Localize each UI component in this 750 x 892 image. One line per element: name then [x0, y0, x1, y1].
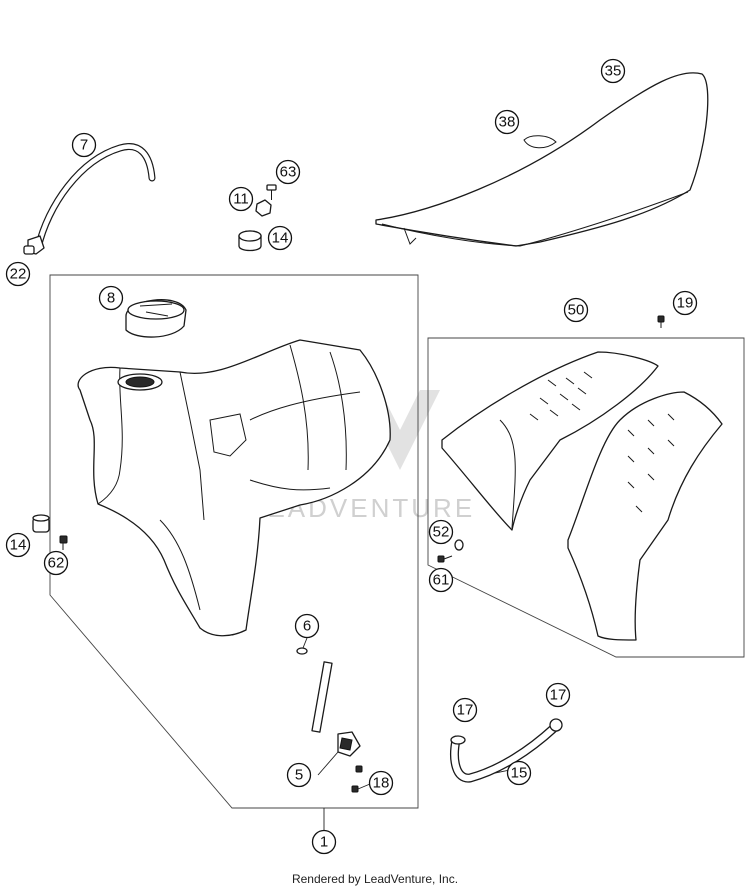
svg-text:14: 14	[272, 230, 289, 247]
svg-text:17: 17	[457, 702, 474, 719]
svg-text:52: 52	[433, 524, 450, 541]
callout-61: 61	[428, 567, 454, 593]
callout-5: 5	[286, 762, 312, 788]
svg-text:1: 1	[320, 834, 328, 851]
callout-1: 1	[311, 829, 337, 855]
o-ring[interactable]	[296, 637, 308, 655]
callout-62: 62	[43, 550, 69, 576]
callout-17-left: 17	[452, 697, 478, 723]
hose-elbow[interactable]	[23, 235, 45, 255]
svg-text:17: 17	[550, 687, 567, 704]
svg-text:35: 35	[605, 63, 622, 80]
washer-52[interactable]	[454, 539, 464, 551]
fuel-tank[interactable]	[77, 339, 391, 830]
hose-clamp-left[interactable]	[450, 735, 466, 745]
callout-7: 7	[71, 132, 97, 158]
fuel-hose[interactable]	[34, 143, 156, 252]
callout-38: 38	[494, 109, 520, 135]
screw-18[interactable]	[351, 765, 371, 793]
callout-8: 8	[98, 285, 124, 311]
fuel-tank-group-frame	[49, 274, 419, 809]
svg-text:15: 15	[511, 765, 528, 782]
hose-clamp-right[interactable]	[549, 718, 563, 732]
side-panel-right[interactable]	[567, 391, 723, 641]
side-panel-group-frame	[427, 337, 745, 658]
svg-text:14: 14	[10, 537, 27, 554]
seat[interactable]	[375, 72, 709, 247]
screw-63[interactable]	[266, 184, 277, 200]
render-credit: Rendered by LeadVenture, Inc.	[291, 872, 459, 886]
svg-text:61: 61	[433, 572, 450, 589]
fuel-cap[interactable]	[125, 299, 187, 338]
callout-11: 11	[228, 186, 254, 212]
bushing-14-left[interactable]	[32, 514, 50, 533]
svg-text:6: 6	[303, 618, 311, 635]
svg-text:19: 19	[677, 295, 694, 312]
callout-6: 6	[294, 613, 320, 639]
callout-14-top: 14	[267, 225, 293, 251]
svg-text:8: 8	[107, 290, 115, 307]
callout-19: 19	[672, 290, 698, 316]
side-panel-left[interactable]	[441, 351, 659, 531]
bushing-14-top[interactable]	[238, 230, 262, 252]
fuel-tap[interactable]	[311, 661, 361, 776]
svg-text:62: 62	[48, 555, 65, 572]
callout-18: 18	[368, 770, 394, 796]
svg-text:18: 18	[373, 775, 390, 792]
vent-hose[interactable]	[450, 723, 559, 783]
svg-text:38: 38	[499, 114, 516, 131]
callout-22: 22	[5, 261, 31, 287]
callout-15: 15	[506, 760, 532, 786]
callout-52: 52	[428, 519, 454, 545]
svg-text:22: 22	[10, 266, 27, 283]
screw-61[interactable]	[437, 555, 453, 563]
svg-text:50: 50	[568, 302, 585, 319]
nut-11[interactable]	[255, 199, 272, 217]
callout-50: 50	[563, 297, 589, 323]
callout-14-left: 14	[5, 532, 31, 558]
svg-text:7: 7	[80, 137, 88, 154]
svg-text:11: 11	[233, 191, 249, 208]
seat-bracket-38	[523, 135, 557, 149]
screw-19[interactable]	[657, 315, 665, 328]
svg-text:5: 5	[295, 767, 303, 784]
callout-35: 35	[600, 58, 626, 84]
svg-text:63: 63	[280, 164, 297, 181]
callout-63: 63	[275, 159, 301, 185]
callout-17-right: 17	[545, 682, 571, 708]
screw-62[interactable]	[59, 535, 68, 550]
